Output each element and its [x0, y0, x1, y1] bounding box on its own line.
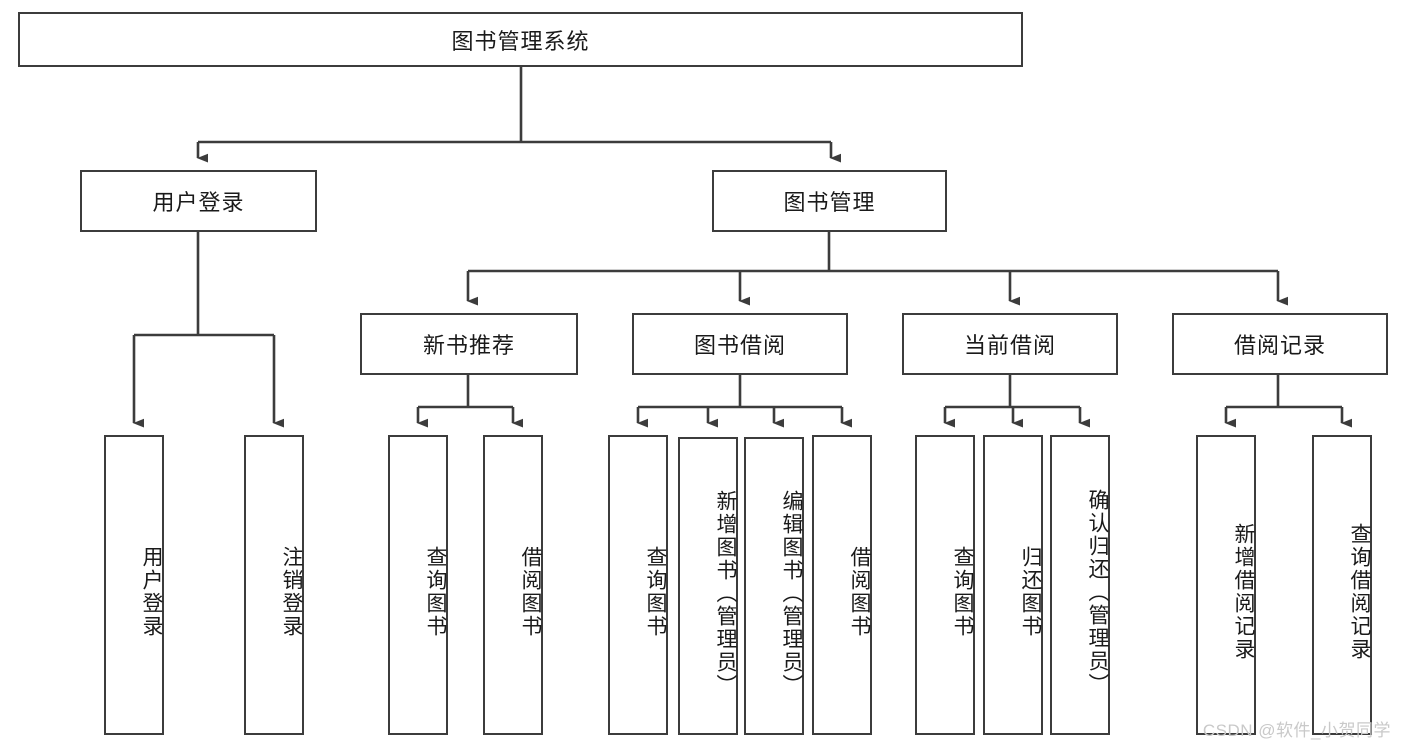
node-label: 新增图书（管理员） — [714, 489, 737, 697]
node-leaf-logout[interactable]: 注销登录 — [244, 435, 304, 735]
node-label: 新增借阅记录 — [1232, 523, 1255, 661]
node-label: 注销登录 — [280, 546, 303, 638]
node-book-borrowing[interactable]: 图书借阅 — [632, 313, 848, 375]
node-label: 借阅图书 — [519, 546, 542, 638]
node-label: 编辑图书（管理员） — [780, 489, 803, 697]
node-label: 借阅图书 — [848, 546, 871, 638]
node-label: 查询图书 — [951, 546, 974, 638]
node-label: 借阅记录 — [1233, 333, 1326, 358]
node-leaf-add-book-admin[interactable]: 新增图书（管理员） — [678, 437, 738, 735]
node-leaf-query-books-current[interactable]: 查询图书 — [915, 435, 975, 735]
node-label: 图书管理系统 — [451, 28, 590, 54]
node-new-book-recommendation[interactable]: 新书推荐 — [360, 313, 578, 375]
node-user-login[interactable]: 用户登录 — [80, 170, 317, 232]
node-label: 查询图书 — [424, 546, 447, 638]
node-root-book-management-system[interactable]: 图书管理系统 — [18, 12, 1023, 67]
node-label: 查询图书 — [644, 546, 667, 638]
node-leaf-query-books-recommend[interactable]: 查询图书 — [388, 435, 448, 735]
node-leaf-edit-book-admin[interactable]: 编辑图书（管理员） — [744, 437, 804, 735]
node-label: 新书推荐 — [422, 333, 515, 358]
node-leaf-add-borrow-record[interactable]: 新增借阅记录 — [1196, 435, 1256, 735]
watermark-text: CSDN @软件_小贺同学 — [1202, 721, 1391, 740]
node-label: 图书管理 — [783, 190, 876, 215]
node-leaf-user-login[interactable]: 用户登录 — [104, 435, 164, 735]
node-leaf-query-books-borrow[interactable]: 查询图书 — [608, 435, 668, 735]
node-label: 用户登录 — [152, 190, 245, 215]
node-leaf-borrow-books-recommend[interactable]: 借阅图书 — [483, 435, 543, 735]
node-leaf-return-books[interactable]: 归还图书 — [983, 435, 1043, 735]
node-label: 图书借阅 — [693, 333, 786, 358]
node-leaf-borrow-books[interactable]: 借阅图书 — [812, 435, 872, 735]
node-label: 归还图书 — [1019, 546, 1042, 638]
node-label: 用户登录 — [140, 546, 163, 638]
node-label: 当前借阅 — [963, 333, 1056, 358]
node-current-borrowing[interactable]: 当前借阅 — [902, 313, 1118, 375]
node-book-management[interactable]: 图书管理 — [712, 170, 947, 232]
node-label: 确认归还（管理员） — [1086, 488, 1109, 696]
node-label: 查询借阅记录 — [1348, 523, 1371, 661]
node-leaf-query-borrow-record[interactable]: 查询借阅记录 — [1312, 435, 1372, 735]
node-borrowing-records[interactable]: 借阅记录 — [1172, 313, 1388, 375]
node-leaf-confirm-return-admin[interactable]: 确认归还（管理员） — [1050, 435, 1110, 735]
